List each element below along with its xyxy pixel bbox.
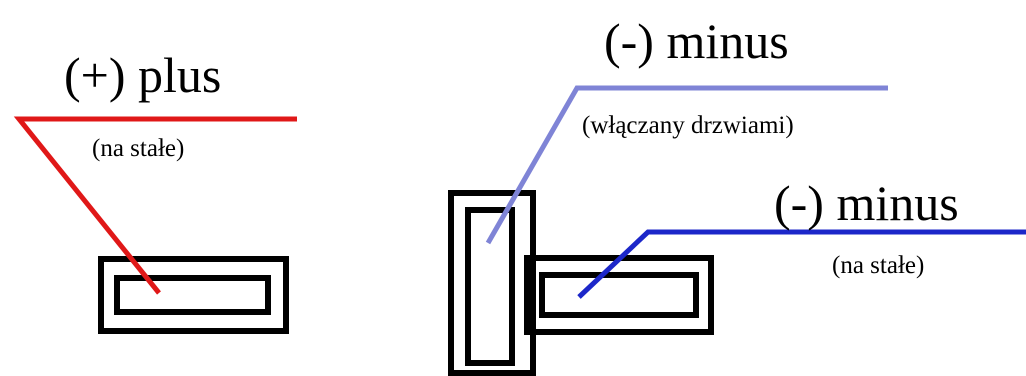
minus-door-subtitle: (włączany drzwiami) xyxy=(582,112,794,139)
door-connector-inner xyxy=(465,207,515,366)
minus-door-title: (-) minus xyxy=(604,13,789,69)
minus-fixed-connector xyxy=(524,255,714,335)
plus-subtitle: (na stałe) xyxy=(92,135,185,162)
door-connector-outer xyxy=(448,190,536,376)
plus-wire xyxy=(13,116,297,295)
minus-fixed-connector-outer xyxy=(524,255,714,335)
plus-connector-outer xyxy=(98,256,289,334)
minus-fixed-wire xyxy=(577,229,1026,299)
plus-connector xyxy=(98,256,289,334)
plus-title: (+) plus xyxy=(64,47,222,103)
minus-fixed-subtitle: (na stałe) xyxy=(832,252,925,279)
minus-door-wire xyxy=(485,85,888,245)
minus-fixed-connector-inner xyxy=(539,272,699,318)
door-connector xyxy=(448,190,536,376)
minus-fixed-title: (-) minus xyxy=(774,175,959,231)
plus-connector-inner xyxy=(114,275,271,315)
